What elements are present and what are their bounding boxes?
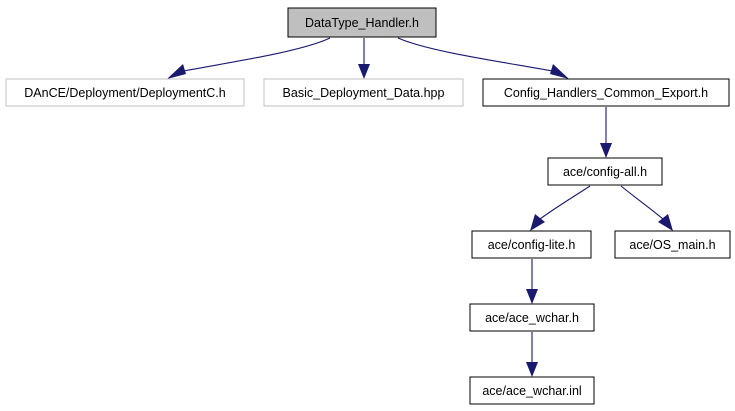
node-label: DataType_Handler.h — [305, 16, 419, 30]
node-label: ace/ace_wchar.h — [485, 311, 579, 325]
node-box[interactable] — [5, 78, 245, 107]
edge-ace-config-all-h-to-ace-os-main-h — [620, 185, 673, 231]
edge-datatype-handler-h-to-basic-deployment-data-hpp — [358, 38, 370, 79]
edge-ace-config-all-h-to-ace-config-lite-h — [530, 185, 591, 231]
graph-node-ace-ace-wchar-inl[interactable]: ace/ace_wchar.inl — [469, 376, 595, 405]
graph-node-ace-config-lite-h[interactable]: ace/config-lite.h — [471, 230, 592, 259]
edge-line — [539, 185, 591, 220]
graph-node-ace-ace-wchar-h[interactable]: ace/ace_wchar.h — [469, 303, 595, 332]
edge-arrowhead-icon — [526, 289, 538, 304]
node-label: Basic_Deployment_Data.hpp — [283, 86, 445, 100]
node-box[interactable] — [287, 7, 437, 38]
node-label: Config_Handlers_Common_Export.h — [504, 86, 708, 100]
node-box[interactable] — [263, 78, 464, 107]
edge-datatype-handler-h-to-config-handlers-common-export-h — [397, 37, 569, 79]
edge-arrowhead-icon — [530, 214, 545, 231]
edge-line — [177, 37, 331, 73]
edge-line — [397, 37, 559, 73]
node-box[interactable] — [482, 78, 730, 107]
edge-line — [620, 185, 664, 220]
node-box[interactable] — [471, 230, 592, 259]
edge-config-handlers-common-export-h-to-ace-config-all-h — [600, 107, 612, 158]
edge-arrowhead-icon — [167, 64, 186, 79]
node-label: ace/OS_main.h — [629, 238, 715, 252]
edges-layer — [167, 37, 673, 377]
graph-node-datatype-handler-h[interactable]: DataType_Handler.h — [287, 7, 437, 38]
node-label: ace/config-lite.h — [488, 238, 576, 252]
edge-arrowhead-icon — [658, 214, 673, 231]
nodes-layer: DataType_Handler.hDAnCE/Deployment/Deplo… — [5, 7, 731, 405]
edge-datatype-handler-h-to-dance-deployment-deploymentc-h — [167, 37, 331, 79]
node-box[interactable] — [547, 157, 663, 186]
edge-arrowhead-icon — [600, 143, 612, 158]
edge-arrowhead-icon — [358, 64, 370, 79]
edge-ace-config-lite-h-to-ace-ace-wchar-h — [526, 259, 538, 304]
graph-node-basic-deployment-data-hpp[interactable]: Basic_Deployment_Data.hpp — [263, 78, 464, 107]
node-box[interactable] — [469, 303, 595, 332]
graph-node-ace-config-all-h[interactable]: ace/config-all.h — [547, 157, 663, 186]
edge-arrowhead-icon — [526, 362, 538, 377]
node-label: ace/ace_wchar.inl — [482, 384, 581, 398]
edge-ace-ace-wchar-h-to-ace-ace-wchar-inl — [526, 332, 538, 377]
graph-node-config-handlers-common-export-h[interactable]: Config_Handlers_Common_Export.h — [482, 78, 730, 107]
edge-arrowhead-icon — [550, 64, 569, 79]
graph-node-dance-deployment-deploymentc-h[interactable]: DAnCE/Deployment/DeploymentC.h — [5, 78, 245, 107]
graph-node-ace-os-main-h[interactable]: ace/OS_main.h — [614, 230, 731, 259]
node-box[interactable] — [469, 376, 595, 405]
node-label: ace/config-all.h — [563, 165, 647, 179]
node-label: DAnCE/Deployment/DeploymentC.h — [24, 86, 226, 100]
node-box[interactable] — [614, 230, 731, 259]
